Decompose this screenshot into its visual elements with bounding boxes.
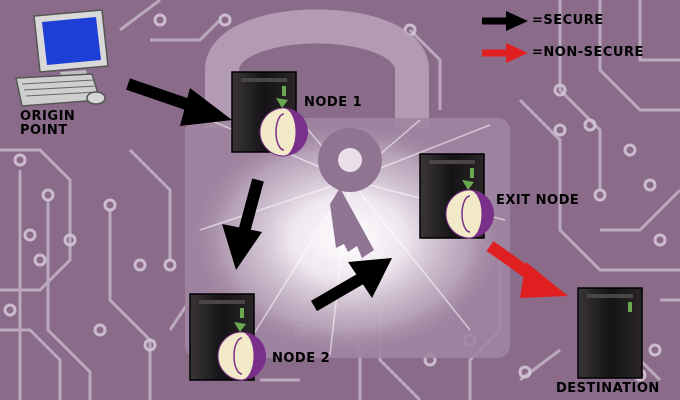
- legend-nonsecure-label: =NON-SECURE: [532, 45, 644, 60]
- arrow-exit-to-destination: [486, 241, 568, 298]
- key-icon: [318, 128, 382, 258]
- node2-label: NODE 2: [272, 351, 331, 366]
- destination-server-icon: [577, 287, 643, 379]
- legend-secure-label: =SECURE: [532, 13, 604, 28]
- origin-label: ORIGIN POINT: [20, 110, 75, 138]
- node2-onion-icon: [217, 322, 266, 381]
- exit-node-label: EXIT NODE: [496, 193, 580, 208]
- origin-label-line1: ORIGIN: [20, 109, 76, 124]
- destination-label: DESTINATION: [556, 381, 660, 396]
- arrow-origin-to-node1: [126, 78, 232, 126]
- legend-nonsecure-arrow: [482, 43, 528, 63]
- desktop-computer-icon: [15, 9, 109, 107]
- node1-onion-icon: [259, 98, 308, 157]
- arrow-node1-to-node2: [222, 178, 264, 270]
- exit-onion-icon: [445, 180, 494, 239]
- circuit-pads: [3, 13, 667, 382]
- node1-label: NODE 1: [304, 95, 363, 110]
- arrow-node2-to-exit: [310, 258, 392, 312]
- legend-secure-arrow: [482, 11, 528, 31]
- origin-label-line2: POINT: [20, 123, 68, 138]
